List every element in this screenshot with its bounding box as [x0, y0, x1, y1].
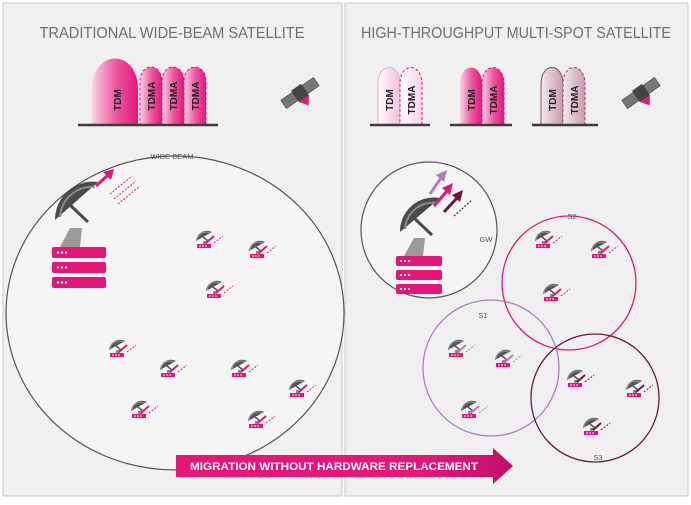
left-carrier-tdma-1 [139, 66, 163, 126]
gateway-beam-circle [360, 161, 498, 299]
left-title: TRADITIONAL WIDE-BEAM SATELLITE [40, 25, 305, 42]
left-satellite-icon [280, 77, 320, 109]
right-carrier-group-3: TDM TDMA [532, 67, 598, 127]
left-carrier-tdm [92, 58, 138, 125]
spot-beam-s3 [530, 333, 660, 463]
left-carrier-tdma-2 [161, 66, 185, 126]
left-carrier-group: TDM TDMA TDMA TDMA [78, 58, 218, 127]
s1-label: S1 [478, 311, 487, 320]
s3-label: S3 [593, 453, 602, 462]
right-carrier-1-tdm: TDM [385, 89, 396, 111]
migration-label: MIGRATION WITHOUT HARDWARE REPLACEMENT [190, 461, 478, 473]
right-carrier-1-tdma: TDMA [407, 86, 418, 115]
left-carrier-label-2: TDMA [147, 82, 158, 111]
gw-label: GW [480, 235, 494, 244]
left-carrier-label-4: TDMA [191, 82, 202, 111]
right-carrier-3-tdm: TDM [548, 89, 559, 111]
right-carrier-2-tdma: TDMA [489, 86, 500, 115]
right-title: HIGH-THROUGHPUT MULTI-SPOT SATELLITE [361, 25, 671, 42]
spot-beam-s1 [422, 299, 560, 437]
right-carrier-group-1: TDM TDMA [370, 67, 430, 127]
left-carrier-label-1: TDM [113, 89, 124, 111]
right-carrier-3-tdma: TDMA [570, 86, 581, 115]
right-terminal-arrows [457, 235, 654, 431]
left-carrier-label-3: TDMA [169, 82, 180, 111]
right-satellite-icon [621, 77, 661, 109]
wide-beam-label: WIDE BEAM [151, 152, 194, 161]
migration-arrow: MIGRATION WITHOUT HARDWARE REPLACEMENT [176, 448, 513, 484]
left-carrier-tdma-3 [183, 66, 207, 126]
right-carrier-2-tdm: TDM [467, 89, 478, 111]
right-carrier-group-2: TDM TDMA [450, 67, 512, 127]
left-gateway-hub [52, 169, 141, 288]
left-terminal-arrows [118, 235, 317, 424]
spot-beam-s2 [501, 215, 637, 351]
right-gateway-hub [396, 170, 473, 294]
s2-label: S2 [567, 212, 576, 221]
wide-beam-circle [5, 155, 345, 471]
